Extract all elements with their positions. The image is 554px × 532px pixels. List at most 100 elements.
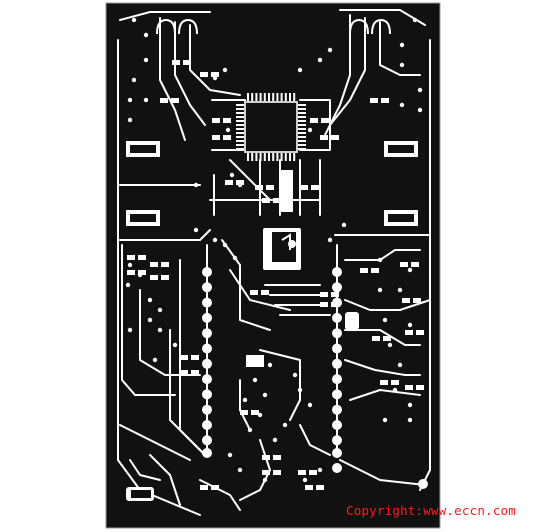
smd-pad [225, 180, 233, 185]
pad [251, 153, 254, 161]
via [143, 57, 149, 63]
via [397, 362, 403, 368]
pad [298, 132, 306, 134]
smd-pad [127, 255, 135, 260]
smd-pad [416, 385, 424, 390]
pad [259, 93, 262, 101]
via [262, 392, 268, 398]
via [131, 77, 137, 83]
pad [236, 120, 244, 122]
header-pin [202, 282, 212, 293]
pad [251, 93, 254, 101]
smd-pad [171, 98, 179, 103]
pad [276, 153, 279, 161]
smd-pad [138, 270, 146, 275]
smd-pad [321, 118, 329, 123]
header-pin [202, 267, 212, 277]
header-pin [202, 358, 212, 369]
smd-pad [261, 290, 269, 295]
pad [293, 93, 296, 101]
smd-pad [331, 302, 339, 307]
via [147, 297, 153, 303]
smd-pad [138, 255, 146, 260]
pad [236, 132, 244, 134]
pad [255, 153, 258, 161]
edge-pads [126, 141, 418, 226]
pad [289, 153, 291, 161]
smd-pad [381, 98, 389, 103]
via [297, 67, 303, 73]
pad [272, 93, 275, 101]
via [417, 107, 423, 113]
header-pins [202, 240, 428, 489]
pad [259, 153, 262, 161]
pad [236, 112, 244, 114]
pad [236, 116, 244, 118]
via [327, 237, 333, 243]
smd-pad [150, 275, 158, 280]
pad [298, 124, 306, 126]
pad [298, 140, 306, 142]
via [399, 102, 405, 108]
header-pin [332, 420, 342, 430]
pad [236, 140, 244, 142]
smd-pad [320, 135, 328, 140]
smd-pad [320, 292, 328, 297]
via [152, 357, 158, 363]
via [247, 427, 253, 433]
via [157, 327, 163, 333]
pad [280, 93, 283, 101]
via [317, 57, 323, 63]
smd-pad [262, 470, 270, 475]
via [399, 62, 405, 68]
connector-pads [156, 18, 391, 35]
smd-pad [273, 455, 281, 460]
via [143, 32, 149, 38]
via [282, 422, 288, 428]
header-pin [332, 358, 342, 369]
via [407, 267, 413, 273]
via [227, 452, 233, 458]
via [272, 437, 278, 443]
smd-pad [200, 485, 208, 490]
pad [236, 128, 244, 130]
header-pin [332, 448, 342, 458]
header-pin [332, 328, 342, 339]
header-pin [202, 435, 212, 446]
smd-pad [191, 370, 199, 375]
smd-pad [160, 98, 168, 103]
via [125, 282, 131, 288]
smd-pad [372, 336, 380, 341]
via [147, 317, 153, 323]
via [172, 342, 178, 348]
via [127, 97, 133, 103]
via [412, 17, 418, 23]
smd-pad [391, 380, 399, 385]
via [131, 17, 137, 23]
header-pin [202, 404, 212, 415]
pad [236, 108, 244, 110]
via [267, 362, 273, 368]
via [397, 287, 403, 293]
via [382, 317, 388, 323]
header-pin [202, 312, 212, 323]
smd-pad [250, 290, 258, 295]
smd-pad [413, 298, 421, 303]
smd-pad [212, 135, 220, 140]
smd-pad [183, 60, 191, 65]
pad [293, 153, 296, 161]
smd-pad [211, 72, 219, 77]
smd-pad [223, 118, 231, 123]
via [222, 67, 228, 73]
via [317, 467, 323, 473]
chip-pads [236, 93, 306, 161]
pad [284, 153, 287, 161]
via [193, 227, 199, 233]
smd-components [127, 60, 424, 490]
pad [255, 93, 258, 101]
header-pin [202, 389, 212, 400]
smd-pad [371, 268, 379, 273]
smd-pad [251, 410, 259, 415]
via [292, 372, 298, 378]
